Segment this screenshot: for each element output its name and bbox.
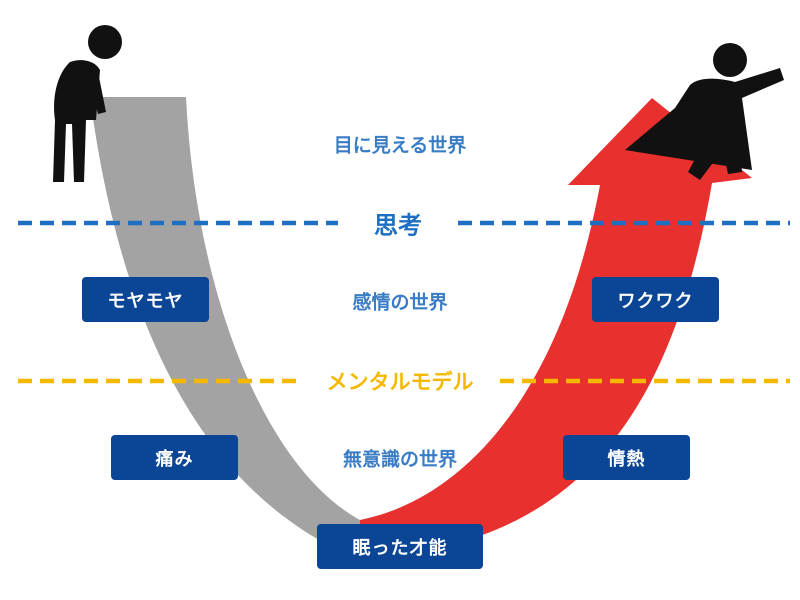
visible-world-label: 目に見える世界 [333,134,467,157]
thinking-label: 思考 [374,211,422,240]
superhero-flying-icon [625,43,784,180]
dormant-talent-box: 眠った才能 [317,524,483,569]
pain-box: 痛み [111,435,238,480]
moyamoya-box: モヤモヤ [82,277,209,322]
red-rising-arrow [360,98,752,560]
dejected-person-icon [53,25,122,182]
mental-model-label: メンタルモデル [326,370,474,394]
gray-descending-path [90,97,360,560]
emotional-world-label: 感情の世界 [352,291,448,314]
wakuwaku-box: ワクワク [592,277,719,322]
unconscious-world-label: 無意識の世界 [342,448,458,471]
passion-box: 情熱 [563,435,690,480]
